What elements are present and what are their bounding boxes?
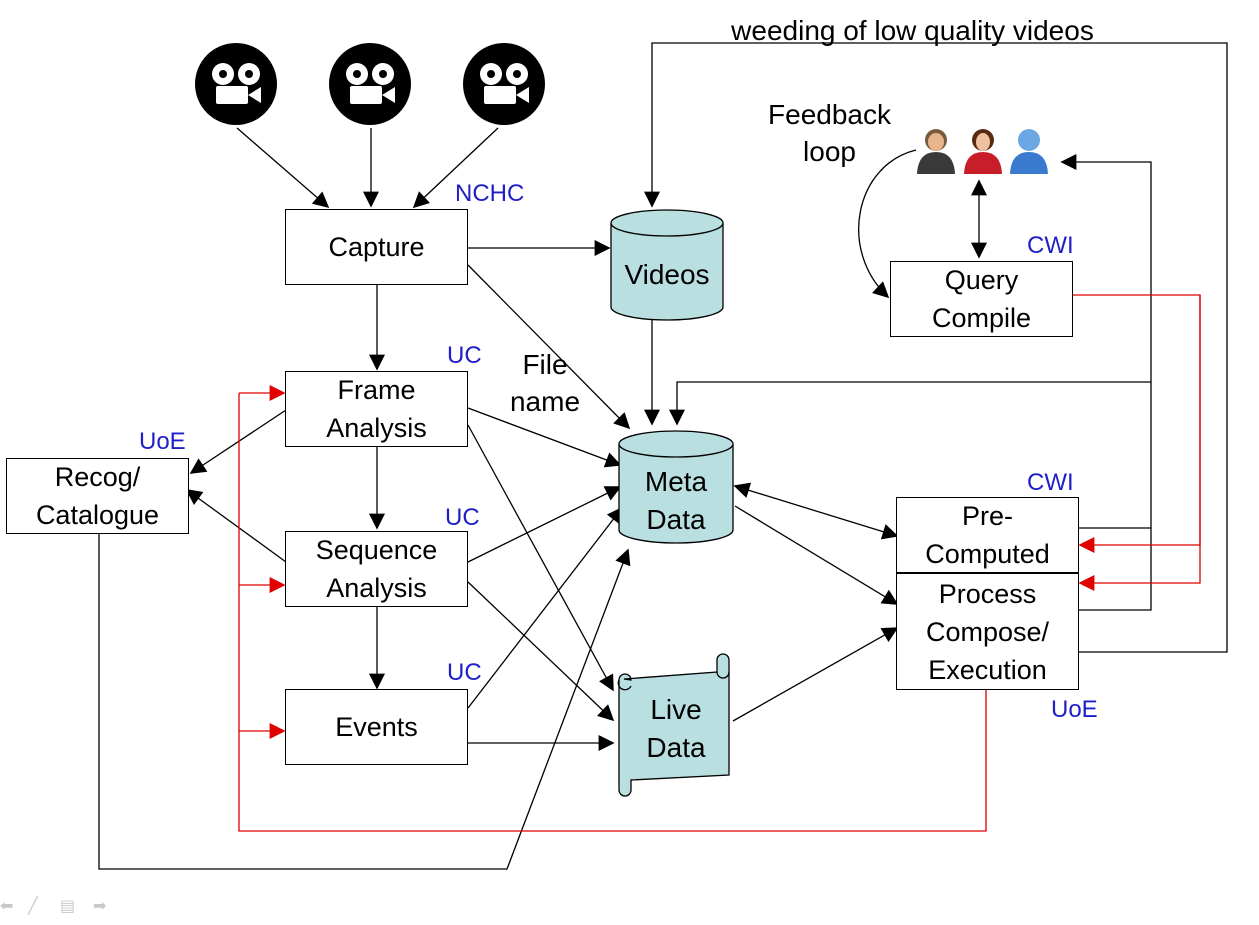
query-label-line2: Compile xyxy=(931,303,1032,333)
metadata-label-line2: Data xyxy=(646,504,706,535)
livedata-label-line1: Live xyxy=(650,694,702,725)
edge-sequence-metadata xyxy=(467,486,622,563)
file-name-label: File name xyxy=(506,346,584,420)
livedata-label-line2: Data xyxy=(646,732,706,763)
edge-feedback-loop xyxy=(858,149,917,299)
process-label-line1: Process xyxy=(938,578,1037,609)
edge-sequence-recog xyxy=(185,489,287,563)
precomputed-label-line1: Pre- xyxy=(961,501,1013,531)
owner-tag-uoe-process: UoE xyxy=(1051,696,1098,723)
edge-red-process-loop xyxy=(238,393,987,832)
videos-label: Videos xyxy=(624,259,710,290)
edge-process-bus xyxy=(1060,154,1152,611)
recog-label-line2: Catalogue xyxy=(35,500,160,530)
edge-red-query-process xyxy=(1078,295,1201,591)
videos-store-shape xyxy=(610,209,724,321)
edge-sequence-livedata xyxy=(467,581,615,722)
edge-metadata-precomputed xyxy=(733,482,899,540)
metadata-label-line1: Meta xyxy=(644,466,708,497)
menu-icon[interactable]: ▤ xyxy=(60,898,76,915)
capture-box: Capture xyxy=(285,209,468,285)
frame-label-line2: Analysis xyxy=(326,413,427,443)
metadata-store-shape xyxy=(618,430,734,544)
precomputed-box: Pre- Computed xyxy=(896,497,1079,574)
edge-capture-metadata xyxy=(467,264,631,430)
owner-tag-nchc: NCHC xyxy=(455,180,525,207)
feedback-label-line1: Feedback xyxy=(768,99,891,130)
edge-frame-livedata xyxy=(467,424,614,692)
back-arrow-icon[interactable]: ⬅ xyxy=(0,898,14,915)
owner-tag-uoe-recog: UoE xyxy=(139,428,186,455)
edge-camera1-capture xyxy=(236,127,330,209)
film-camera-icon xyxy=(463,43,545,125)
process-label-line3: Execution xyxy=(928,654,1047,685)
feedback-label-line2: loop xyxy=(803,136,856,167)
user-group xyxy=(917,129,1048,174)
businessman-icon xyxy=(917,129,955,174)
frame-label-line1: Frame xyxy=(337,375,416,405)
weeding-label: weeding of low quality videos xyxy=(731,15,1094,46)
recog-catalogue-box: Recog/Catalogue xyxy=(6,458,189,534)
edge-livedata-process xyxy=(732,627,899,722)
camera-group xyxy=(195,43,545,125)
owner-tag-uc-sequence: UC xyxy=(445,504,480,531)
edge-metadata-process xyxy=(734,505,899,605)
edge-weeding-videos xyxy=(644,42,1228,653)
edge-camera3-capture xyxy=(412,127,499,209)
pen-icon[interactable]: ╱ xyxy=(28,898,38,915)
query-label-line1: Query xyxy=(944,265,1019,295)
livedata-label: Live Data xyxy=(626,691,726,767)
process-label-line2: Compose/ xyxy=(925,616,1050,647)
owner-tag-uc-events: UC xyxy=(447,659,482,686)
events-box: Events xyxy=(285,689,468,765)
file-name-line1: File xyxy=(522,349,568,380)
film-camera-icon xyxy=(329,43,411,125)
capture-label: Capture xyxy=(328,232,425,262)
feedback-loop-label: Feedback loop xyxy=(752,96,907,170)
metadata-label: Meta Data xyxy=(619,463,733,539)
owner-tag-uc-frame: UC xyxy=(447,342,482,369)
generic-user-icon xyxy=(1010,129,1048,174)
forward-arrow-icon[interactable]: ➡ xyxy=(93,898,107,915)
businesswoman-icon xyxy=(964,129,1002,174)
recog-label-line1: Recog/ xyxy=(54,462,141,492)
edge-recog-metadata xyxy=(98,533,631,870)
sequence-label-line2: Analysis xyxy=(326,573,427,603)
edge-red-query-precomputed xyxy=(1073,294,1201,553)
edge-events-metadata xyxy=(467,506,623,709)
edge-bus-metadata xyxy=(669,381,1151,426)
film-camera-icon xyxy=(195,43,277,125)
owner-tag-cwi-precomputed: CWI xyxy=(1027,469,1074,496)
events-label: Events xyxy=(335,712,418,742)
edge-frame-metadata xyxy=(467,407,622,468)
precomputed-label-line2: Computed xyxy=(925,539,1050,569)
owner-tag-cwi-query: CWI xyxy=(1027,232,1074,259)
file-name-line2: name xyxy=(509,386,581,417)
livedata-store-shape xyxy=(617,653,730,797)
sequence-label-line1: Sequence xyxy=(315,535,438,565)
